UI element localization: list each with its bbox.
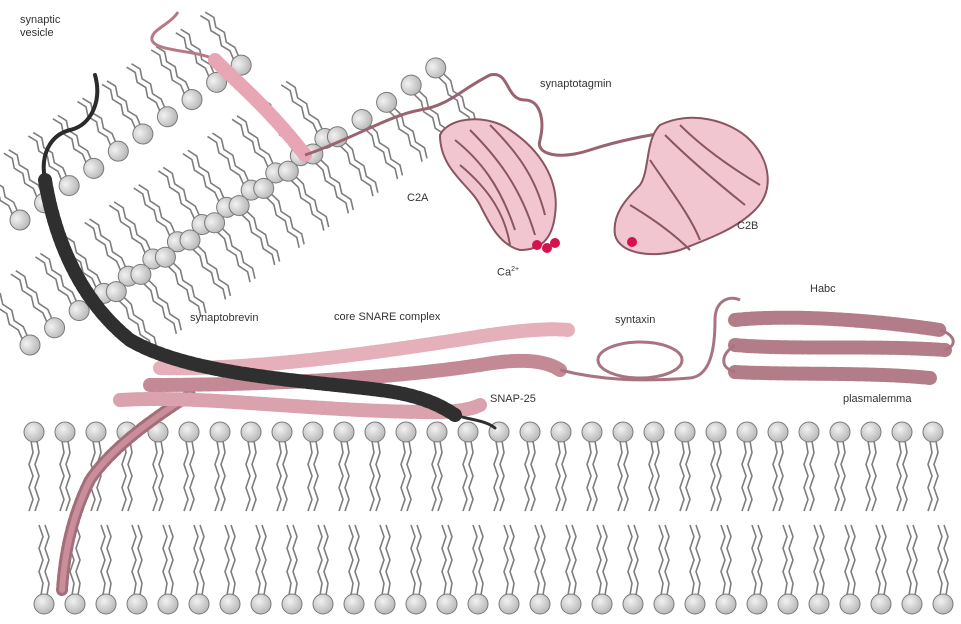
lipid-molecule: [251, 525, 271, 614]
lipid-molecule: [892, 422, 912, 511]
lipid-molecule: [861, 422, 881, 511]
lipid-molecule: [274, 157, 336, 233]
lipid-molecule: [375, 525, 395, 614]
lipid-molecule: [282, 525, 302, 614]
lipid-molecule: [623, 525, 643, 614]
label-calcium-symbol: Ca: [497, 267, 511, 279]
label-synaptic-vesicle: synaptic vesicle: [20, 14, 60, 40]
lipid-molecule: [840, 525, 860, 614]
lipid-molecule: [344, 525, 364, 614]
lipid-molecule: [373, 88, 435, 164]
label-synaptic-vesicle-line2: vesicle: [20, 27, 60, 40]
lipid-molecule: [406, 525, 426, 614]
lipid-molecule: [179, 422, 199, 511]
lipid-molecule: [675, 422, 695, 511]
synaptotagmin-transmembrane-helix: [215, 60, 305, 155]
lipid-molecule: [427, 422, 447, 511]
lipid-molecule: [313, 525, 333, 614]
label-habc: Habc: [810, 283, 836, 296]
lipid-molecule: [34, 525, 54, 614]
label-plasmalemma: plasmalemma: [843, 393, 911, 406]
label-syntaxin: syntaxin: [615, 314, 655, 327]
lipid-molecule: [685, 525, 705, 614]
lipid-molecule: [334, 422, 354, 511]
lipid-molecule: [747, 525, 767, 614]
lipid-molecule: [24, 422, 44, 511]
lipid-molecule: [530, 525, 550, 614]
label-core-snare-complex: core SNARE complex: [334, 311, 440, 324]
lipid-molecule: [768, 422, 788, 511]
lipid-molecule: [7, 266, 69, 342]
label-calcium-charge: 2+: [511, 266, 519, 273]
lipid-molecule: [127, 260, 189, 336]
lipid-molecule: [303, 422, 323, 511]
vesicle-membrane: [0, 7, 484, 359]
lipid-molecule: [201, 209, 263, 285]
lipid-molecule: [148, 422, 168, 511]
lipid-molecule: [365, 422, 385, 511]
lipid-molecule: [158, 525, 178, 614]
lipid-molecule: [933, 525, 953, 614]
lipid-molecule: [220, 525, 240, 614]
label-c2b: C2B: [737, 220, 758, 233]
lipid-molecule: [644, 422, 664, 511]
lipid-molecule: [592, 525, 612, 614]
label-synaptobrevin: synaptobrevin: [190, 312, 259, 325]
lipid-molecule: [396, 422, 416, 511]
calcium-ion: [627, 237, 637, 247]
lipid-molecule: [458, 422, 478, 511]
plasma-membrane: [24, 422, 953, 614]
lipid-molecule: [902, 525, 922, 614]
calcium-ion: [532, 240, 542, 250]
c2a-domain: [440, 119, 556, 250]
lipid-molecule: [151, 243, 213, 319]
lipid-molecule: [127, 525, 147, 614]
lipid-molecule: [468, 525, 488, 614]
lipid-molecule: [210, 422, 230, 511]
label-synaptotagmin: synaptotagmin: [540, 78, 612, 91]
lipid-molecule: [489, 422, 509, 511]
calcium-ion: [550, 238, 560, 248]
label-calcium: Ca2+: [497, 263, 519, 280]
lipid-molecule: [871, 525, 891, 614]
lipid-molecule: [520, 422, 540, 511]
lipid-molecule: [348, 106, 410, 182]
lipid-molecule: [96, 525, 116, 614]
lipid-molecule: [582, 422, 602, 511]
habc-domain: [724, 318, 953, 378]
label-synaptic-vesicle-line1: synaptic: [20, 14, 60, 27]
lipid-molecule: [923, 422, 943, 511]
syntaxin-linker: [560, 298, 740, 380]
lipid-molecule: [551, 422, 571, 511]
syntaxin-loop: [598, 342, 682, 378]
lipid-molecule: [654, 525, 674, 614]
lipid-molecule: [437, 525, 457, 614]
lipid-molecule: [706, 422, 726, 511]
lipid-molecule: [225, 192, 287, 268]
lipid-molecule: [737, 422, 757, 511]
lipid-molecule: [176, 226, 238, 302]
protein-structures: [44, 12, 953, 590]
lipid-molecule: [561, 525, 581, 614]
lipid-molecule: [613, 422, 633, 511]
lipid-molecule: [778, 525, 798, 614]
lipid-molecule: [716, 525, 736, 614]
lipid-molecule: [189, 525, 209, 614]
lipid-molecule: [830, 422, 850, 511]
lipid-molecule: [55, 422, 75, 511]
label-snap25: SNAP-25: [490, 393, 536, 406]
lipid-molecule: [799, 422, 819, 511]
lipid-molecule: [250, 174, 312, 250]
lipid-molecule: [272, 422, 292, 511]
lipid-molecule: [499, 525, 519, 614]
lipid-molecule: [809, 525, 829, 614]
label-c2a: C2A: [407, 192, 428, 205]
lipid-molecule: [241, 422, 261, 511]
